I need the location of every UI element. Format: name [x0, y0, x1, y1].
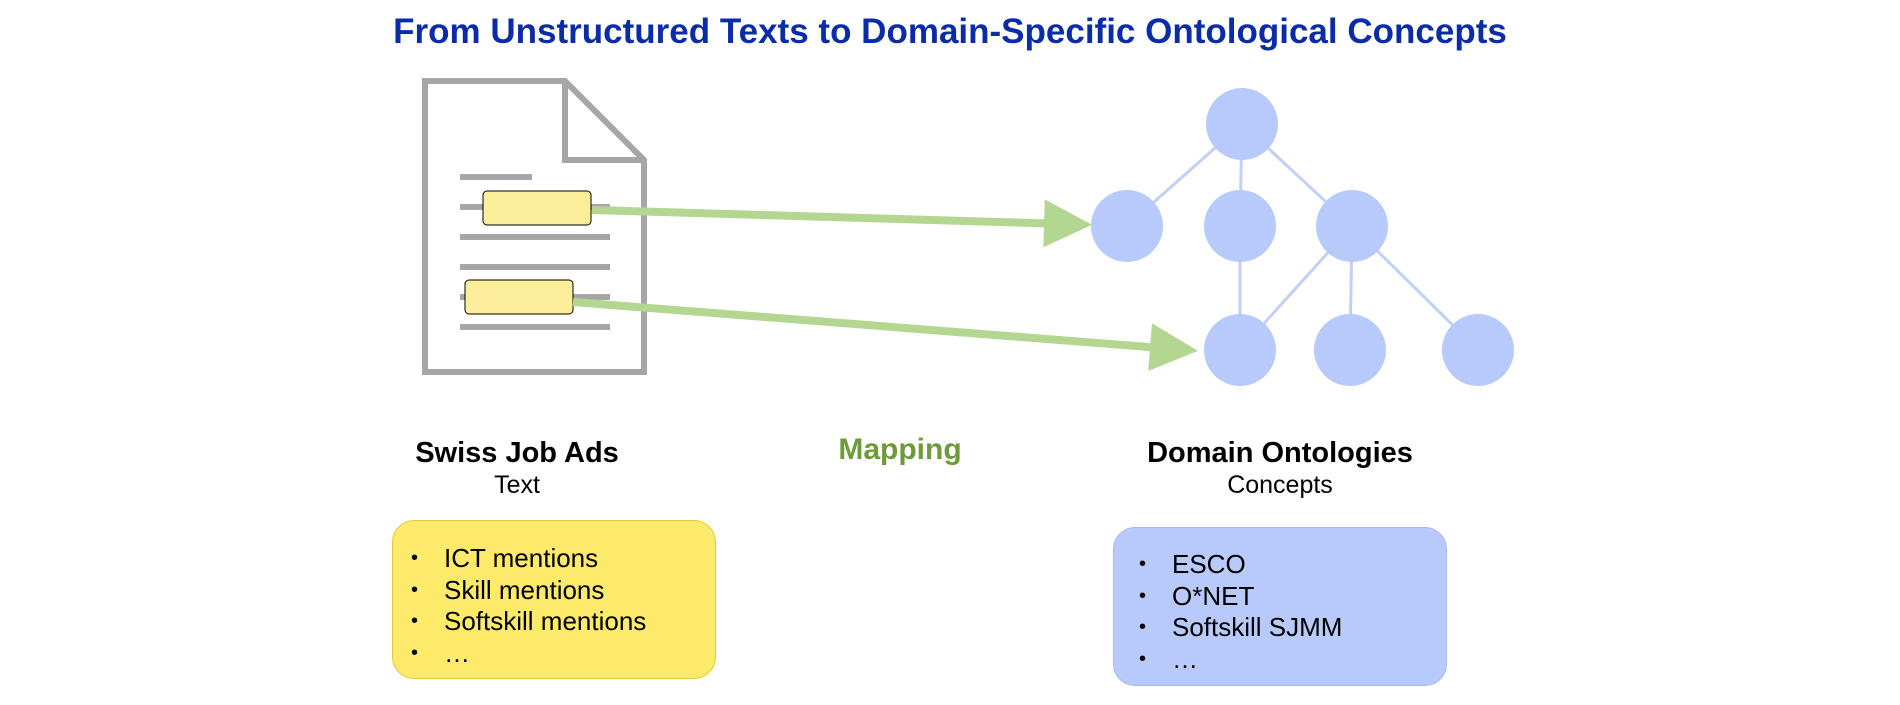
list-item: ICT mentions — [393, 543, 715, 575]
ontology-node — [1314, 314, 1386, 386]
ontology-node — [1316, 190, 1388, 262]
source-items-box: ICT mentions Skill mentions Softskill me… — [392, 520, 716, 679]
document-icon — [422, 78, 647, 375]
target-subheading: Concepts — [1227, 471, 1333, 499]
highlight-mention-2 — [464, 279, 574, 315]
list-item: … — [1121, 644, 1446, 676]
list-item: ESCO — [1121, 549, 1446, 581]
ontology-tree-icon — [1091, 88, 1514, 386]
list-item: O*NET — [1121, 581, 1446, 613]
target-items-box: ESCO O*NET Softskill SJMM … — [1113, 527, 1447, 686]
source-items-list: ICT mentions Skill mentions Softskill me… — [393, 543, 715, 669]
mapping-label: Mapping — [838, 433, 962, 466]
ontology-node — [1442, 314, 1514, 386]
mapping-arrow-2 — [572, 298, 1198, 372]
list-item: … — [393, 638, 715, 670]
list-item: Softskill SJMM — [1121, 612, 1446, 644]
list-item: Skill mentions — [393, 575, 715, 607]
list-item: Softskill mentions — [393, 606, 715, 638]
mapping-arrow-1 — [591, 199, 1092, 248]
ontology-node — [1204, 190, 1276, 262]
target-heading: Domain Ontologies — [1147, 437, 1413, 469]
target-items-list: ESCO O*NET Softskill SJMM … — [1121, 549, 1446, 675]
ontology-node — [1091, 190, 1163, 262]
source-subheading: Text — [494, 471, 540, 499]
ontology-node — [1204, 314, 1276, 386]
ontology-node-root — [1206, 88, 1278, 160]
highlight-mention-1 — [482, 190, 592, 226]
source-heading: Swiss Job Ads — [415, 437, 619, 469]
diagram-title: From Unstructured Texts to Domain-Specif… — [393, 12, 1507, 51]
